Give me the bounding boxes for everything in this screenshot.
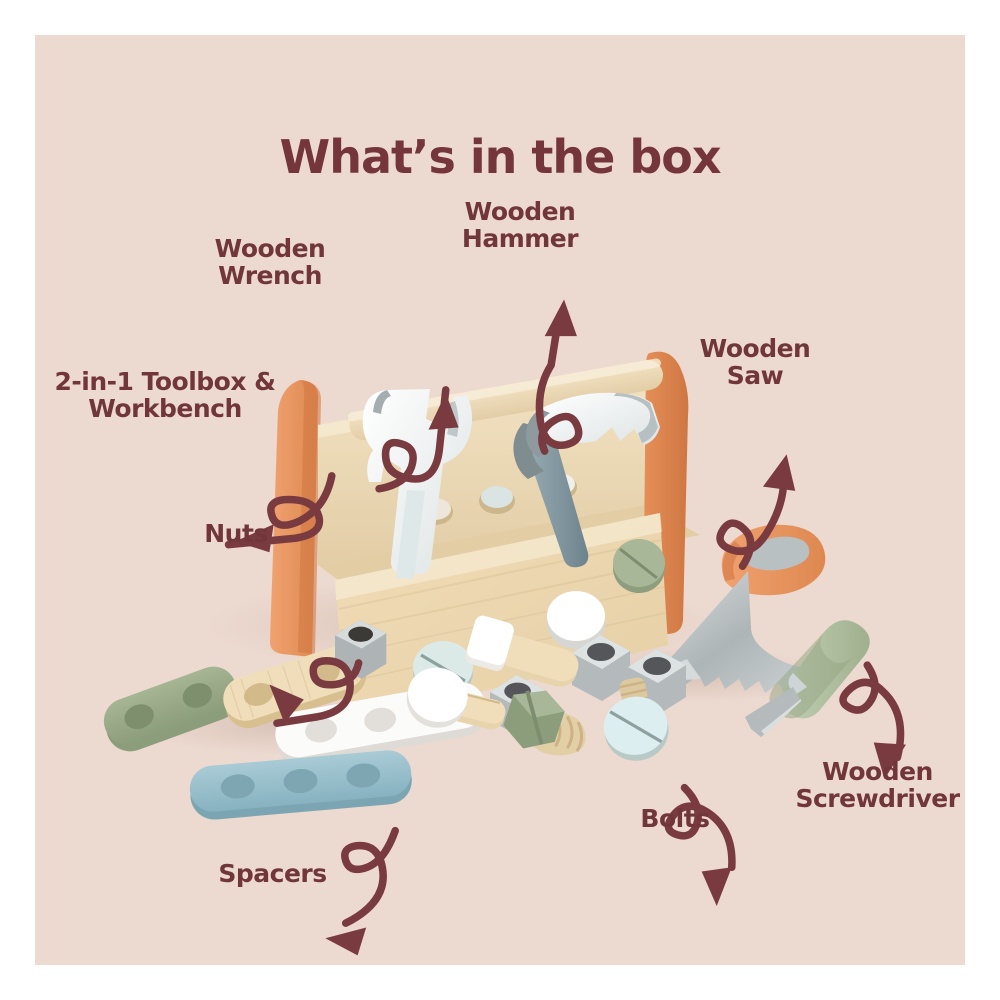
screw-sage — [613, 539, 665, 593]
bolt-white-round — [406, 667, 506, 730]
label-bolts: Bolts — [640, 804, 710, 833]
infographic-canvas: .ar{fill:none;stroke:#7a3b40;stroke-widt… — [35, 35, 965, 965]
label-hammer: Wooden Hammer — [461, 197, 579, 253]
screwdriver-object — [745, 620, 870, 737]
spacer-blue — [189, 750, 412, 820]
bolt-mint — [603, 677, 669, 761]
nuts-group — [335, 620, 686, 736]
label-spacers: Spacers — [218, 859, 327, 888]
label-saw: Wooden Saw — [699, 334, 811, 390]
label-nuts: Nuts — [204, 519, 268, 548]
page-title: What’s in the box — [279, 130, 721, 184]
label-screwdriver: Wooden Screwdriver — [795, 757, 960, 813]
nut-2 — [572, 635, 630, 701]
bolt-sage-threaded — [503, 690, 586, 756]
bolts-group — [406, 615, 669, 761]
spacer-green — [103, 666, 239, 752]
label-toolbox: 2-in-1 Toolbox & Workbench — [54, 367, 276, 423]
bolt-white-wood — [465, 615, 579, 687]
screw-white — [547, 591, 605, 649]
label-wrench: Wooden Wrench — [214, 234, 326, 290]
